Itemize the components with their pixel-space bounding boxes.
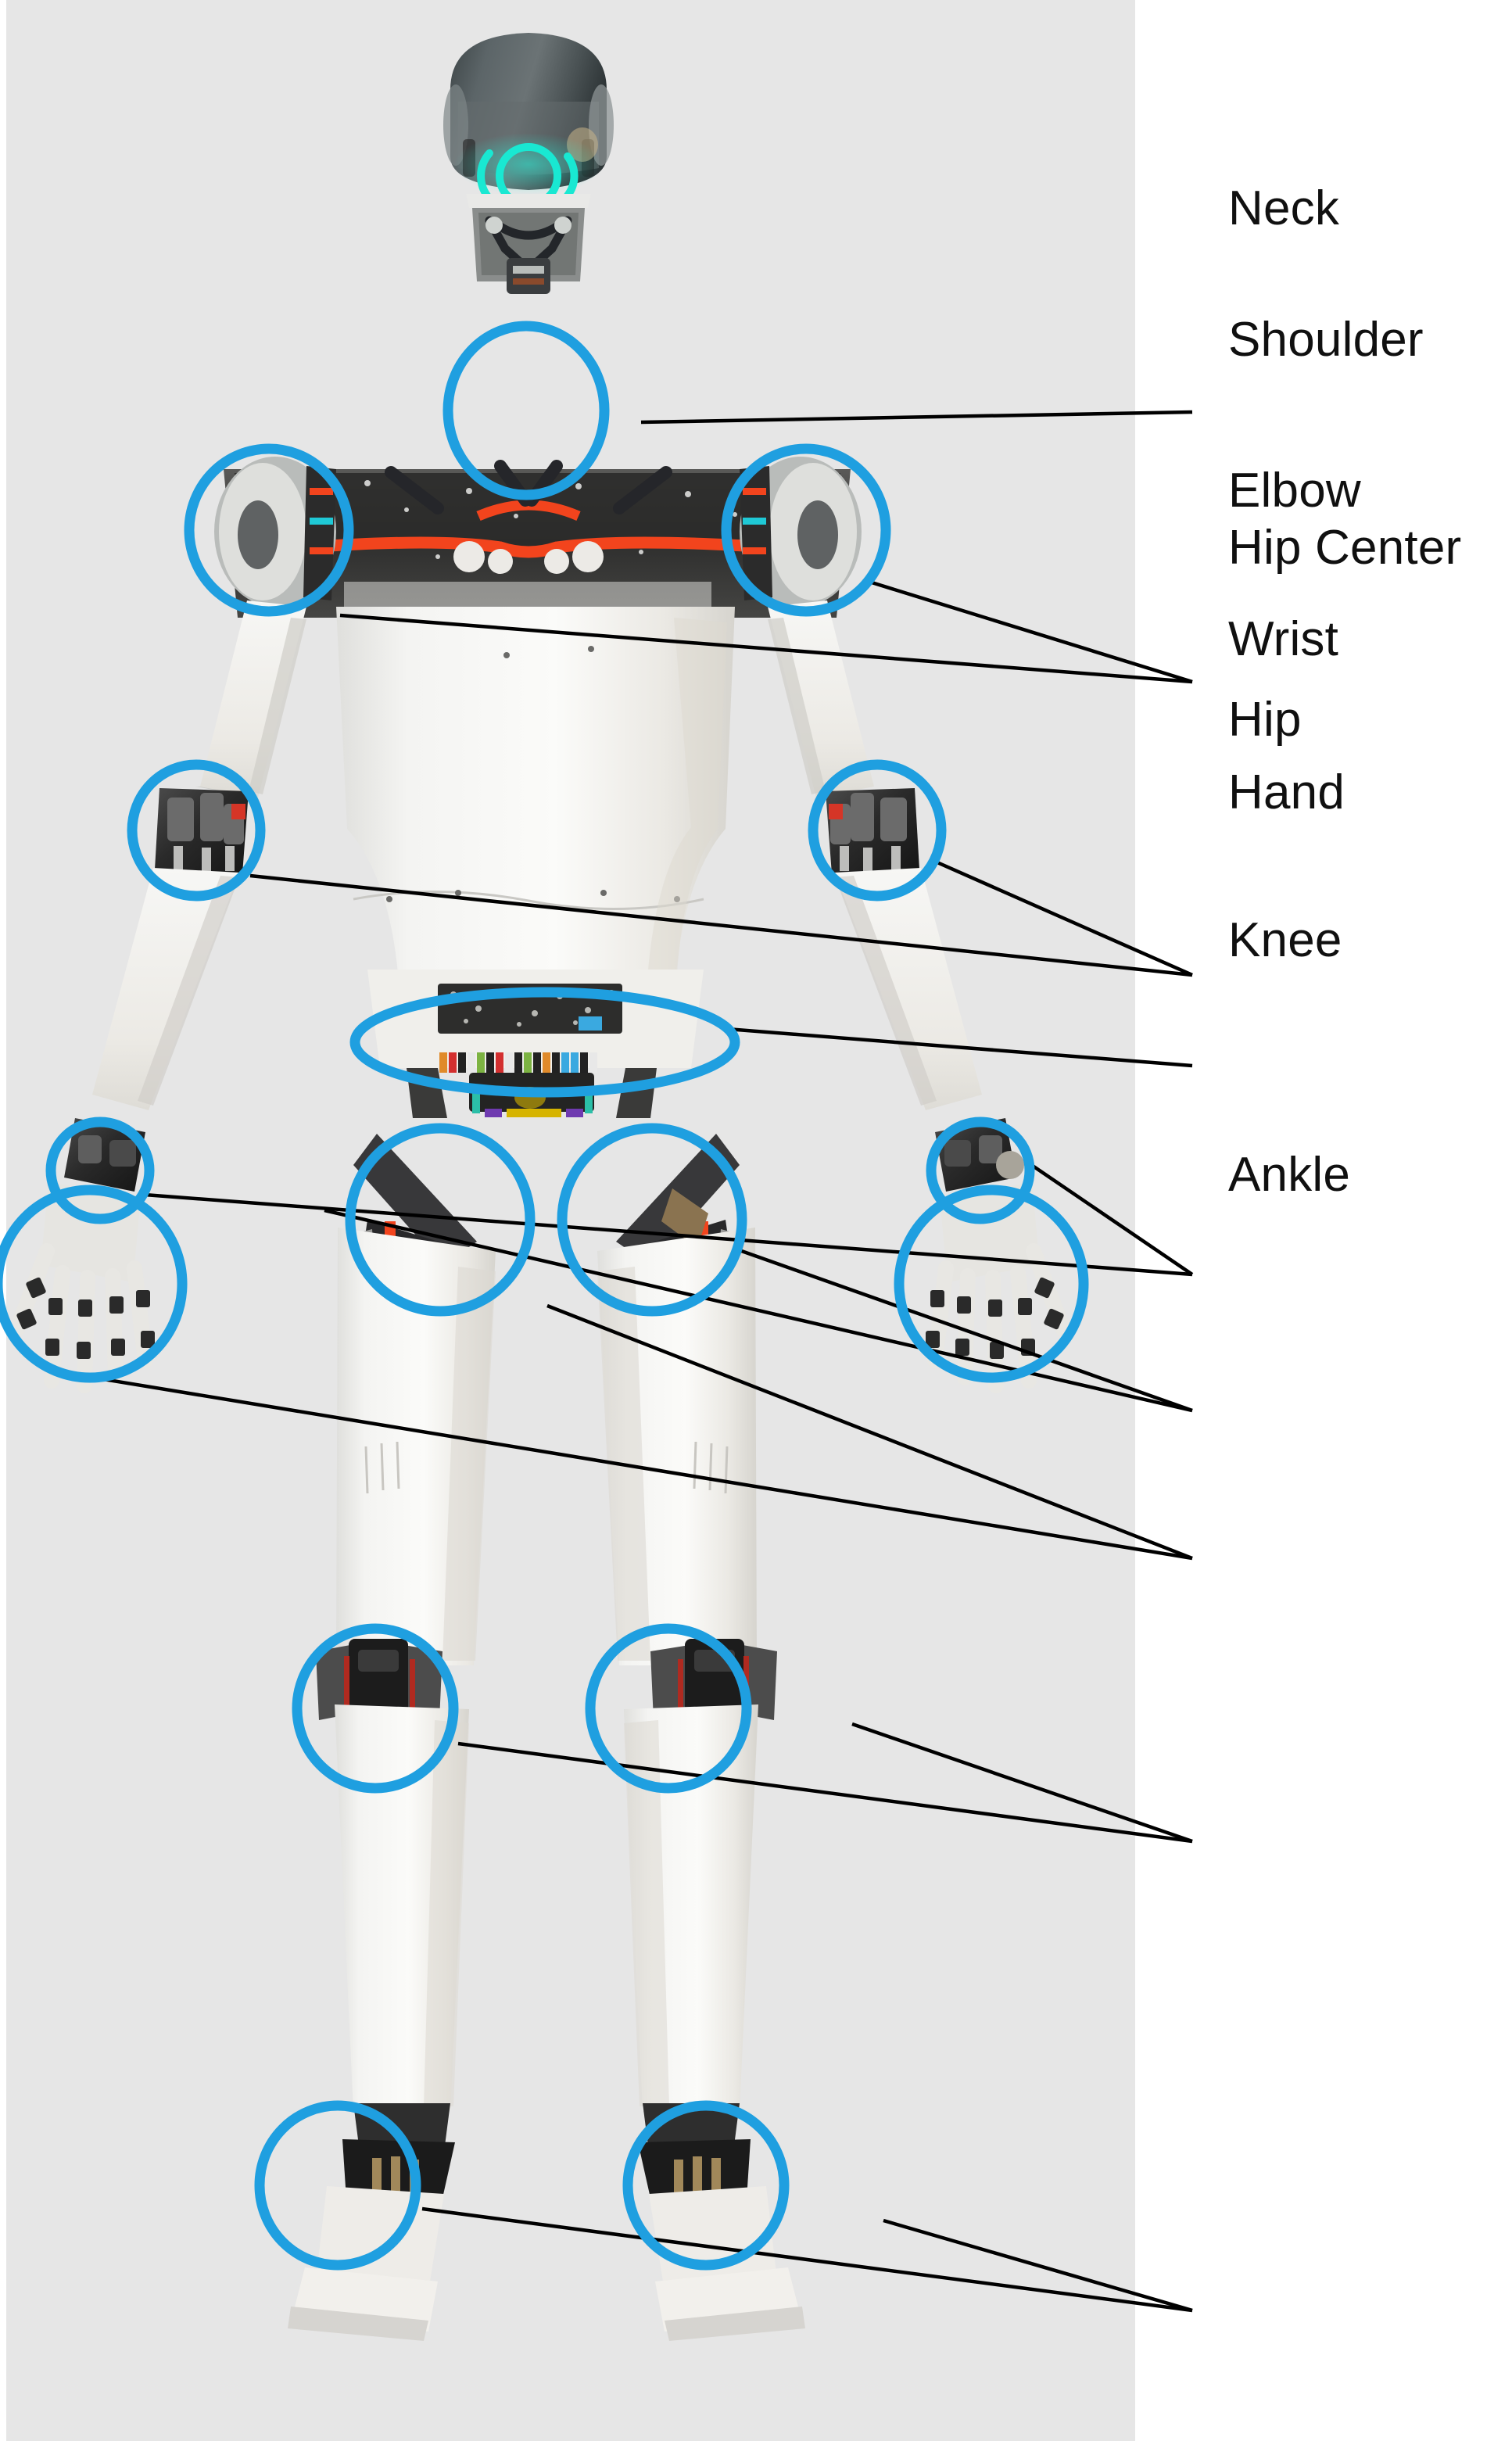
ankle-right-circle: [622, 2100, 790, 2271]
robot-leg-right: [597, 1228, 777, 2111]
wrist-right-mechanism: [935, 1118, 1024, 1192]
hip-center-circle: [349, 987, 740, 1098]
hip-left-circle: [345, 1123, 536, 1317]
robot-leg-left: [316, 1228, 496, 2111]
lead-hand-left: [84, 1374, 1193, 1561]
ankle-left-circle: [254, 2100, 421, 2271]
robot-arm-right: [768, 600, 982, 1110]
elbow-left-circle: [127, 759, 266, 901]
joint-label-wrist: Wrist: [1228, 612, 1339, 666]
joint-label-hand: Hand: [1228, 765, 1345, 819]
robot-shoulder-left: [214, 457, 336, 607]
lead-ankle-left: [421, 2206, 1193, 2313]
shoulder-left-circle: [184, 443, 354, 617]
lead-hip-left: [324, 1208, 1193, 1413]
wrist-left-mechanism: [64, 1118, 145, 1192]
elbow-right-circle: [808, 759, 947, 901]
leader-lines-group: [84, 410, 1194, 2313]
lead-elbow-left: [249, 873, 1193, 977]
lead-hip-right: [734, 1246, 1193, 1413]
joint-label-ankle: Ankle: [1228, 1148, 1351, 1202]
robot-foot-right: [638, 2103, 805, 2341]
joint-label-knee: Knee: [1228, 913, 1342, 967]
wrist-left-circle: [45, 1117, 155, 1224]
robot-neck: [472, 208, 585, 294]
robot-shoulder-right: [740, 457, 862, 607]
robot-arm-left: [92, 600, 306, 1110]
lead-neck: [640, 410, 1193, 425]
robot-torso: [336, 607, 735, 1009]
joint-label-elbow: Elbow: [1228, 464, 1361, 518]
lead-ankle-right: [883, 2218, 1193, 2313]
chest-red-cable: [300, 536, 777, 558]
joint-label-hip: Hip: [1228, 693, 1302, 747]
wrist-right-circle: [926, 1117, 1035, 1224]
lead-knee-left: [457, 1741, 1193, 1844]
lead-shoulder-right: [871, 580, 1193, 684]
lead-wrist-left: [144, 1192, 1193, 1277]
robot-illustration: [9, 33, 1071, 2341]
knee-left-circle: [292, 1623, 459, 1794]
robot-hand-right: [926, 1118, 1071, 1393]
elbow-left-mechanism: [155, 788, 249, 874]
lead-elbow-right: [931, 858, 1193, 977]
lead-wrist-right: [1024, 1160, 1194, 1276]
hip-right-circle: [557, 1123, 747, 1317]
joint-marker-circles-group: [0, 321, 1089, 2271]
knee-right-circle: [585, 1623, 752, 1794]
lead-shoulder-left: [339, 613, 1193, 684]
joint-label-shoulder: Shoulder: [1228, 313, 1424, 367]
hand-right-circle: [894, 1185, 1089, 1383]
shoulder-right-circle: [721, 443, 891, 617]
robot-head: [443, 33, 614, 252]
lead-hip-center: [726, 1027, 1193, 1068]
hand-left-circle: [0, 1185, 188, 1383]
joint-label-hip_center: Hip Center: [1228, 521, 1462, 575]
neck-circle: [442, 321, 610, 500]
robot-foot-left: [288, 2103, 455, 2341]
lead-knee-right: [851, 1722, 1193, 1844]
lead-hand-right: [546, 1303, 1193, 1561]
robot-hand-left: [9, 1118, 155, 1393]
elbow-right-mechanism: [826, 788, 919, 874]
hip-connector-strip: [439, 1052, 597, 1073]
robot-chest-frame: [224, 460, 851, 618]
joint-label-neck: Neck: [1228, 181, 1340, 235]
